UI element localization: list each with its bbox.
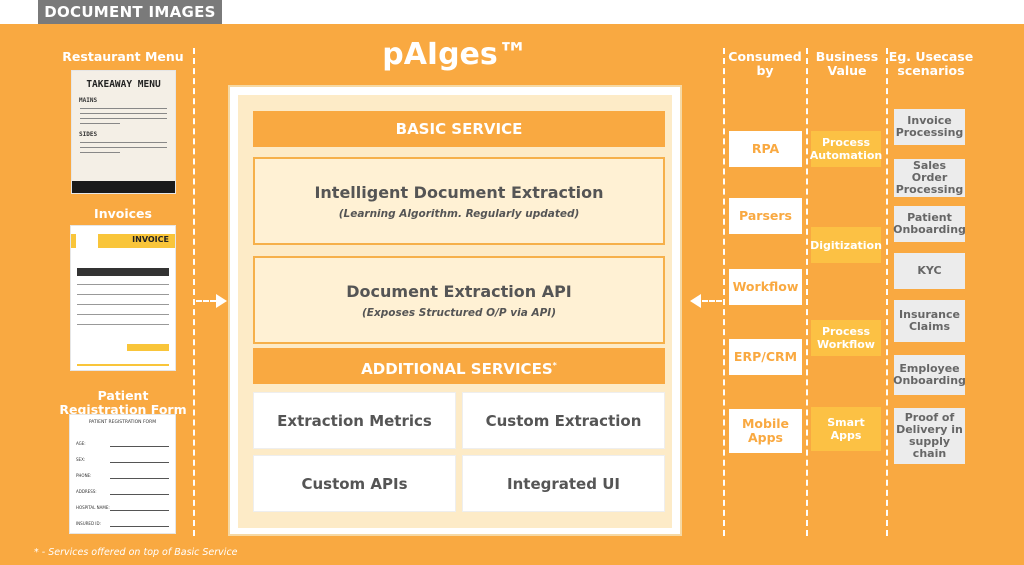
form-field-label: HOSPITAL NAME:	[76, 505, 110, 510]
cell-custom-extraction: Custom Extraction	[462, 392, 665, 449]
form-doc-title: PATIENT REGISTRATION FORM	[88, 420, 157, 425]
consumed-by-title-line1: Consumed	[728, 49, 802, 64]
footnote: * - Services offered on top of Basic Ser…	[34, 547, 238, 558]
additional-services-bar: ADDITIONAL SERVICES*	[253, 348, 665, 384]
cell-extraction-metrics: Extraction Metrics	[253, 392, 456, 449]
separator-consumed	[723, 48, 725, 536]
cell-custom-apis: Custom APIs	[253, 455, 456, 512]
patient-form-title-line1: Patient	[97, 388, 149, 403]
additional-services-label: ADDITIONAL SERVICES	[361, 360, 553, 378]
usecase-proof-of-delivery: Proof of Delivery in supply chain	[894, 408, 965, 464]
usecase-patient-onboarding: Patient Onboarding	[893, 206, 966, 242]
consumer-mobile-apps: Mobile Apps	[729, 409, 802, 453]
usecase-sales-order-processing: Sales Order Processing	[894, 159, 965, 197]
patient-form-title-line2: Registration Form	[59, 402, 187, 417]
menu-doc-title: TAKEAWAY MENU	[86, 79, 161, 90]
usecase-employee-onboarding: Employee Onboarding	[893, 355, 966, 395]
invoices-title: Invoices	[94, 206, 152, 221]
consumer-parsers: Parsers	[729, 198, 802, 234]
restaurant-menu-title: Restaurant Menu	[62, 49, 184, 64]
form-field-label: ADDRESS:	[76, 489, 97, 494]
usecase-kyc: KYC	[894, 253, 965, 289]
separator-business	[806, 48, 808, 536]
form-field-label: PHONE:	[76, 473, 92, 478]
invoice-doc-title: INVOICE	[132, 235, 169, 244]
api-subtitle: (Exposes Structured O/P via API)	[362, 307, 556, 319]
separator-left	[193, 48, 195, 536]
arrow-left-line	[196, 300, 216, 302]
form-field-label: AGE:	[76, 441, 86, 446]
menu-doc-section-sides: SIDES	[79, 131, 98, 138]
business-value-title-line2: Value	[827, 63, 867, 78]
arrow-right-line	[702, 300, 722, 302]
document-images-tag: DOCUMENT IMAGES	[38, 0, 222, 24]
restaurant-menu-image: TAKEAWAY MENU MAINS SIDES	[71, 70, 176, 194]
invoice-image: INVOICE	[70, 225, 176, 371]
consumed-by-title-line2: by	[756, 63, 774, 78]
basic-service-bar: BASIC SERVICE	[253, 111, 665, 147]
product-title: pAIges™	[382, 37, 528, 72]
menu-doc-section-mains: MAINS	[79, 97, 98, 104]
arrow-left-head	[690, 294, 701, 308]
ide-title: Intelligent Document Extraction	[314, 183, 604, 202]
api-box: Document Extraction API (Exposes Structu…	[253, 256, 665, 344]
usecase-title-line2: scenarios	[897, 63, 965, 78]
business-value-title-line1: Business	[815, 49, 879, 64]
form-field-label: INSURED ID:	[76, 521, 101, 526]
form-field-label: SEX:	[76, 457, 86, 462]
value-process-automation: Process Automation	[810, 131, 882, 167]
consumer-erp-crm: ERP/CRM	[729, 339, 802, 375]
cell-integrated-ui: Integrated UI	[462, 455, 665, 512]
consumer-rpa: RPA	[729, 131, 802, 167]
consumer-workflow: Workflow	[729, 269, 802, 305]
arrow-right-head	[216, 294, 227, 308]
ide-subtitle: (Learning Algorithm. Regularly updated)	[338, 208, 580, 220]
value-smart-apps: Smart Apps	[811, 407, 881, 451]
patient-registration-form-image: PATIENT REGISTRATION FORM AGE: SEX: PHON…	[69, 414, 176, 534]
ide-box: Intelligent Document Extraction (Learnin…	[253, 157, 665, 245]
value-digitization: Digitization	[810, 227, 882, 263]
value-process-workflow: Process Workflow	[811, 320, 881, 356]
usecase-invoice-processing: Invoice Processing	[894, 109, 965, 145]
usecase-title-line1: Eg. Usecase	[888, 49, 974, 64]
api-title: Document Extraction API	[346, 282, 572, 301]
separator-usecase	[886, 48, 888, 536]
usecase-insurance-claims: Insurance Claims	[894, 300, 965, 342]
additional-services-asterisk: *	[552, 361, 557, 370]
